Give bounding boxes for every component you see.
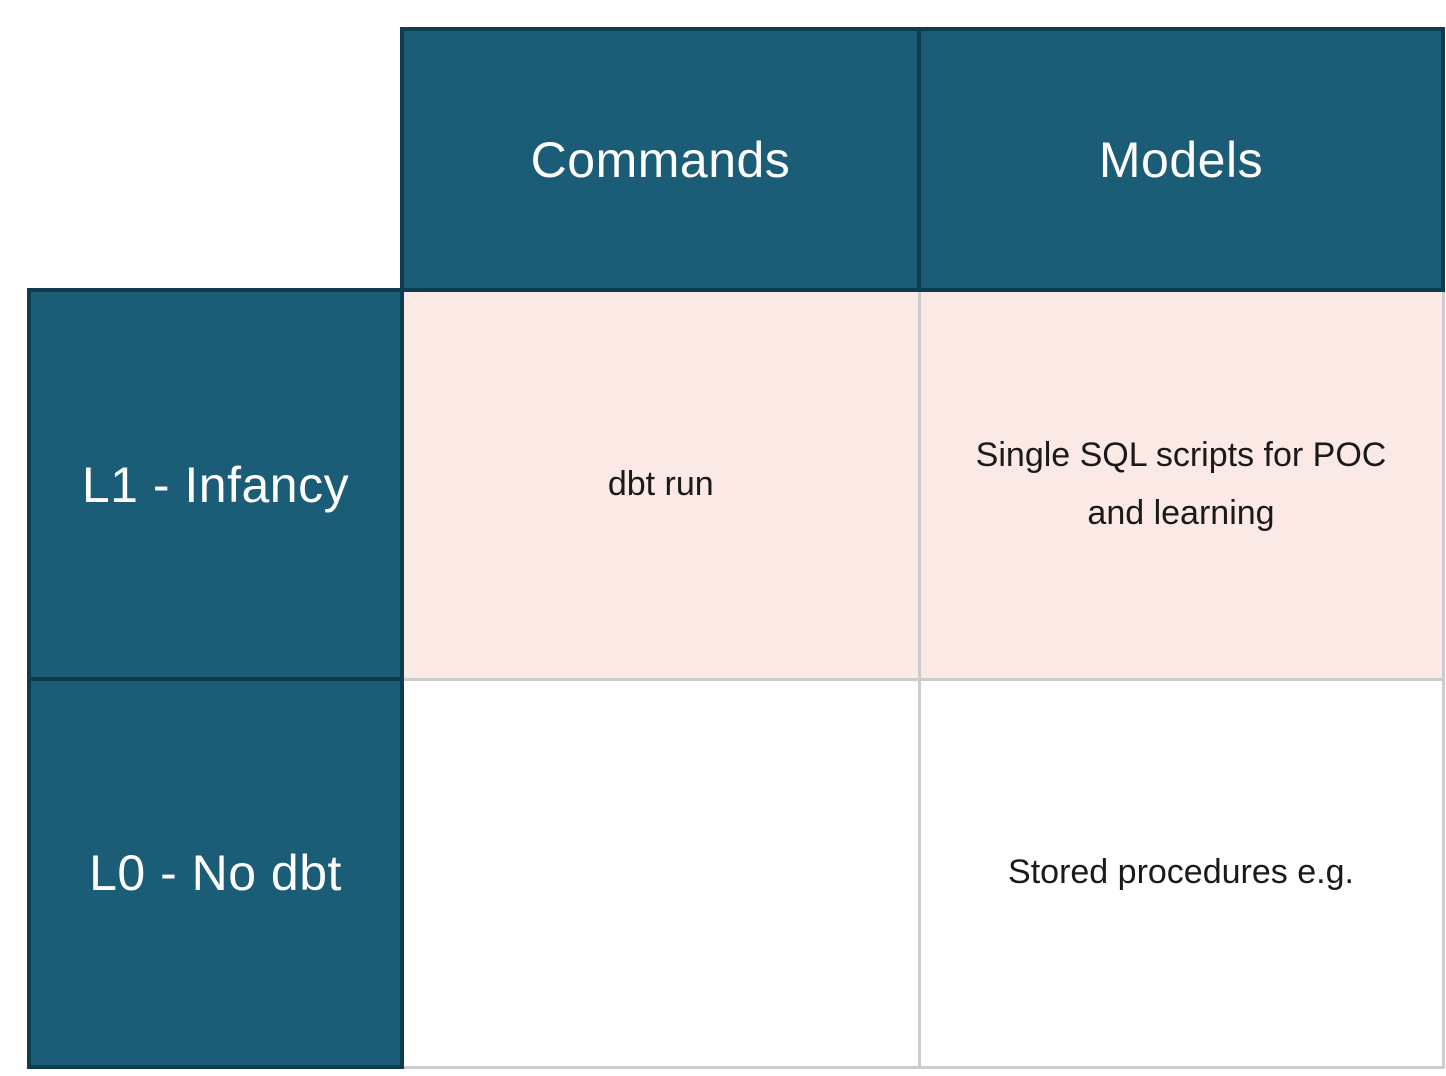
cell-l0-commands [400, 677, 921, 1069]
column-header-models: Models [917, 27, 1445, 292]
header-row: Commands Models [29, 27, 1445, 292]
cell-l0-models: Stored procedures e.g. [917, 677, 1445, 1069]
row-header-l0-no-dbt: L0 - No dbt [27, 677, 404, 1069]
row-header-l1-infancy: L1 - Infancy [27, 288, 404, 681]
column-header-commands: Commands [400, 27, 921, 292]
maturity-matrix-table: Commands Models L1 - Infancy dbt run Sin… [27, 27, 1445, 1069]
table-row-l1-infancy: L1 - Infancy dbt run Single SQL scripts … [27, 288, 1445, 681]
table-row-l0-no-dbt: L0 - No dbt Stored procedures e.g. [27, 677, 1445, 1069]
cell-l1-models: Single SQL scripts for POC and learning [917, 288, 1445, 681]
cell-l1-commands: dbt run [400, 288, 921, 681]
corner-cell [29, 29, 402, 290]
